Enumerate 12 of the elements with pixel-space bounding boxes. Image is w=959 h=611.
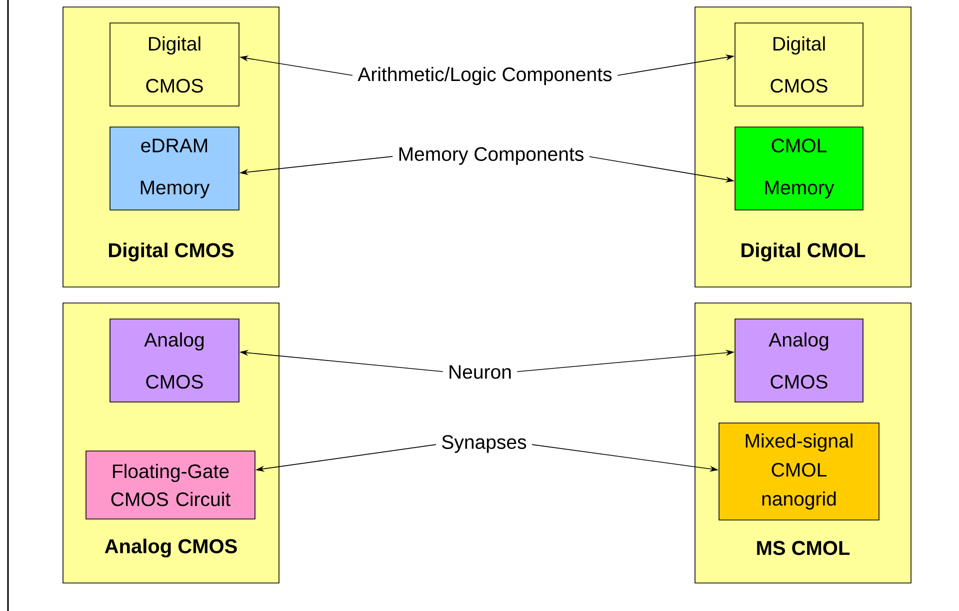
component-box: Digital CMOS (110, 22, 240, 106)
callout-text: Synapses (442, 435, 526, 453)
component-box: Floating-Gate CMOS Circuit (86, 450, 256, 520)
component-box: eDRAM Memory (110, 126, 240, 210)
component-box: Analog CMOS (110, 318, 240, 402)
component-box: Mixed-signal CMOL nanogrid (718, 422, 880, 520)
callout-text: Arithmetic/Logic Components (358, 66, 612, 86)
callout-text: Memory Components (399, 147, 584, 165)
callout-text: Neuron (450, 365, 511, 379)
component-box: Analog CMOS (734, 318, 864, 402)
component-box: CMOL Memory (734, 126, 864, 210)
component-box: Digital CMOS (734, 22, 864, 106)
